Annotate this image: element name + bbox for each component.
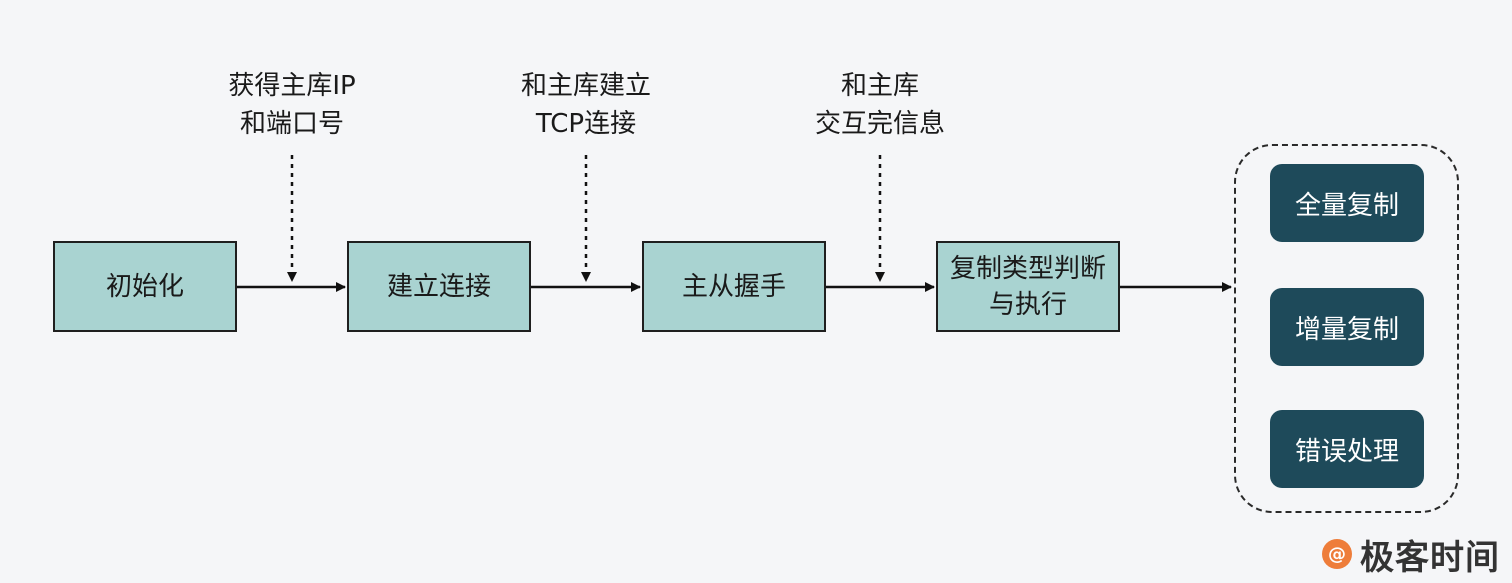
stage-determine-and-execute: 复制类型判断 与执行 bbox=[936, 241, 1120, 332]
note-get-master-ip-port: 获得主库IP 和端口号 bbox=[228, 71, 356, 139]
stage-establish-connection: 建立连接 bbox=[347, 241, 531, 332]
replication-type-group bbox=[1234, 144, 1459, 513]
stage-handshake: 主从握手 bbox=[642, 241, 826, 332]
outcome-incremental-replication: 增量复制 bbox=[1270, 288, 1424, 366]
outcome-full-replication: 全量复制 bbox=[1270, 164, 1424, 242]
note-establish-tcp: 和主库建立 TCP连接 bbox=[520, 71, 651, 139]
stage-initialize: 初始化 bbox=[53, 241, 237, 332]
note-exchange-info: 和主库 交互完信息 bbox=[814, 71, 945, 139]
watermark: @ 极客时间 bbox=[1322, 531, 1500, 578]
brand-logo-icon: @ bbox=[1322, 539, 1352, 569]
brand-name: 极客时间 bbox=[1360, 537, 1500, 578]
outcome-error-handling: 错误处理 bbox=[1270, 410, 1424, 488]
